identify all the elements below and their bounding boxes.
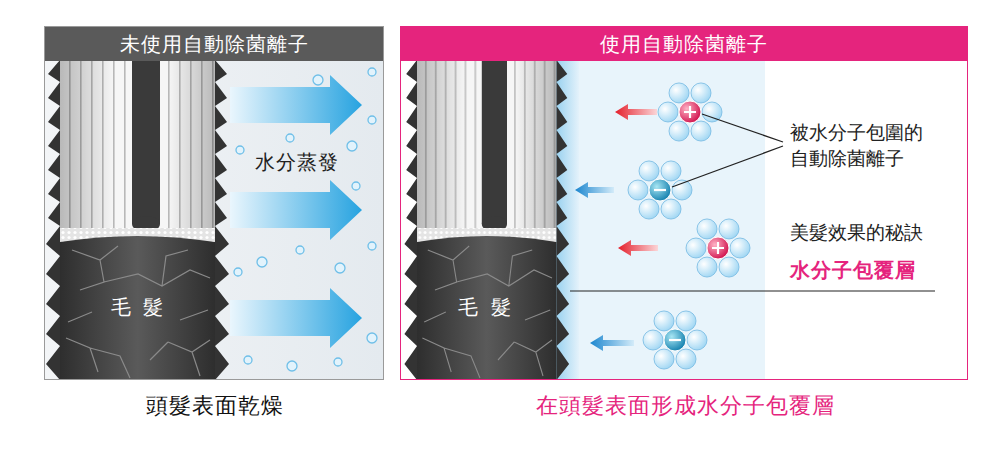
annotation-label: 美髮效果的秘訣 [790,220,923,246]
ion-arrow [615,104,657,120]
water-droplet [236,146,244,154]
hair-strand-box: 毛 髮 [416,236,556,381]
hair-strand [46,60,229,380]
annotation-label: 水分子包覆層 [790,257,916,284]
ion-cluster [658,83,722,141]
hair-strand [404,60,569,380]
annotation-label: 被水分子包圍的 自動除菌離子 [790,120,932,171]
hair-strand [404,60,569,380]
water-droplet [296,246,304,254]
panel-box: 未使用自動除菌離子頭髮表面乾燥毛 髮 [44,26,384,380]
ion-cluster [649,179,671,201]
hair-strand [46,60,229,380]
ion-cluster [643,311,707,369]
water-droplet [234,268,242,276]
ion-cluster [679,101,701,123]
ion-cluster [707,237,729,259]
illustration [560,60,765,379]
ion-cluster [712,242,724,254]
evaporation-arrow [230,75,362,348]
ion-cluster [654,189,666,191]
evaporation-arrow [230,180,362,240]
water-droplet [335,263,345,273]
panel-box: 使用自動除菌離子在頭髮表面形成水分子包覆層毛 髮 [400,26,968,380]
water-droplet [368,116,376,124]
water-droplet [368,242,376,250]
ion-cluster [669,339,681,341]
ion-cluster [686,219,750,277]
ion-cluster [628,161,692,219]
ion-cluster [664,329,686,351]
water-droplet [313,75,323,85]
leader-line [702,114,783,142]
water-droplet [347,141,357,151]
panel-caption: 在頭髮表面形成水分子包覆層 [401,391,969,421]
illustration [45,60,383,379]
hair-label: 毛 髮 [61,294,216,321]
water-droplet [244,356,252,364]
annotation-label: 水分蒸發 [255,149,339,176]
hair-label: 毛 髮 [416,294,556,321]
illustration [401,60,967,379]
panel-caption: 頭髮表面乾燥 [45,391,385,421]
ion-arrow [575,104,658,351]
panel-heading: 使用自動除菌離子 [401,27,967,61]
ion-cluster [628,83,750,369]
leader-line [672,146,783,187]
ion-arrow [618,240,658,256]
ion-arrow [575,182,614,198]
panel-heading: 未使用自動除菌離子 [45,27,383,61]
water-droplet [257,257,267,267]
ion-cluster [684,106,696,118]
evaporation-arrow [230,288,362,348]
water-droplet [234,68,377,371]
leader-line [570,114,935,291]
water-droplet [286,134,294,142]
leader-line [570,290,935,291]
evaporation-arrow [230,75,362,135]
water-droplet [334,358,342,366]
ion-arrow [590,335,634,351]
hair-strand [404,60,569,380]
water-droplet [367,333,377,343]
water-droplet [287,361,297,371]
water-droplet [352,182,360,190]
water-droplet [368,68,376,76]
hair-strand-box: 毛 髮 [61,236,216,381]
